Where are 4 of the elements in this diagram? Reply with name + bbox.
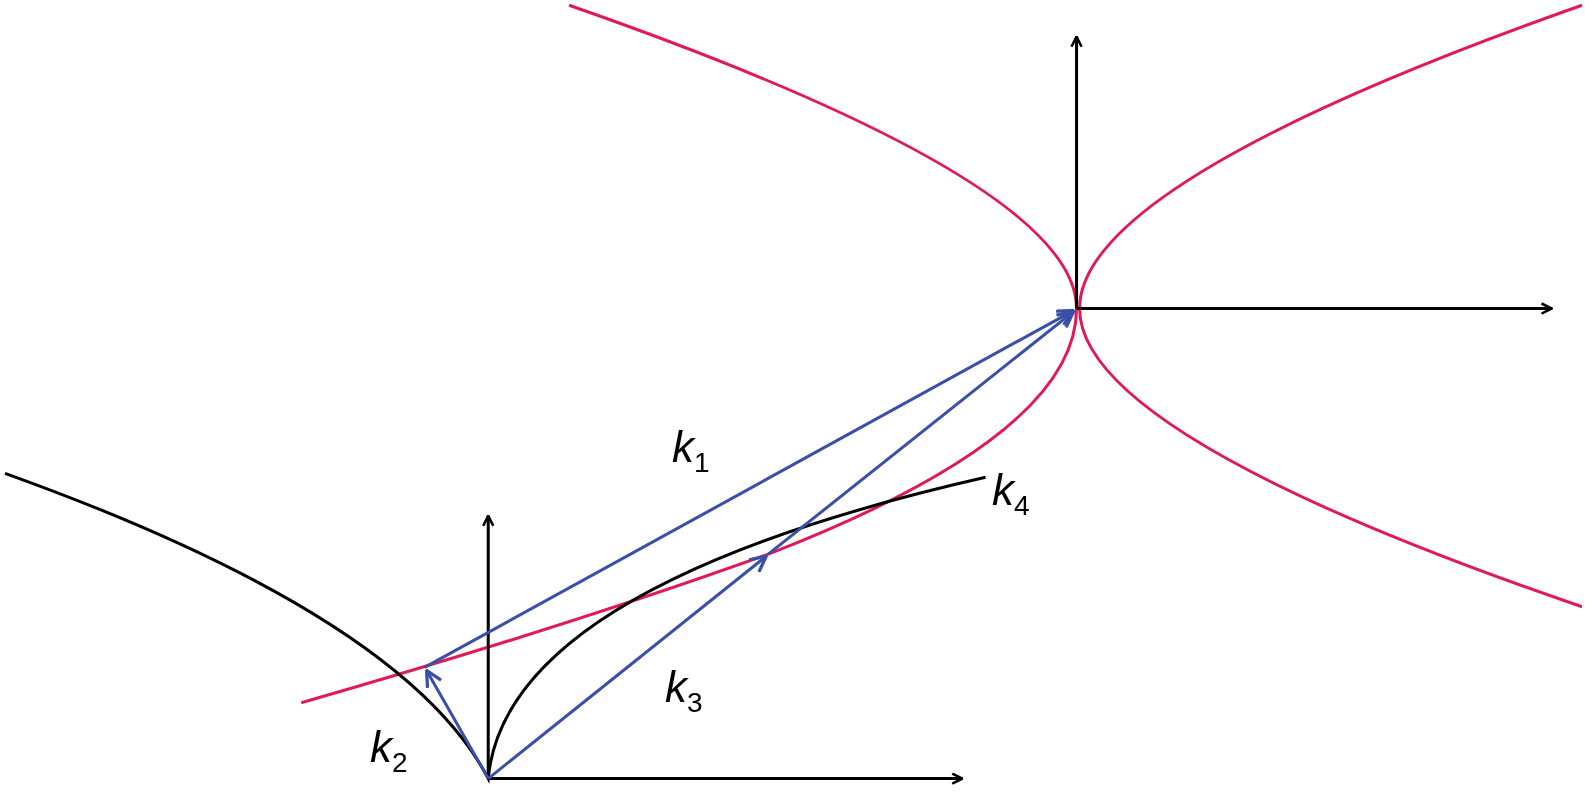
vector-label: k$_{1}$	[672, 425, 710, 477]
vector-label: k$_{4}$	[992, 468, 1030, 520]
vector-label: k$_{2}$	[370, 725, 408, 777]
vector-label: k$_{3}$	[665, 665, 703, 717]
